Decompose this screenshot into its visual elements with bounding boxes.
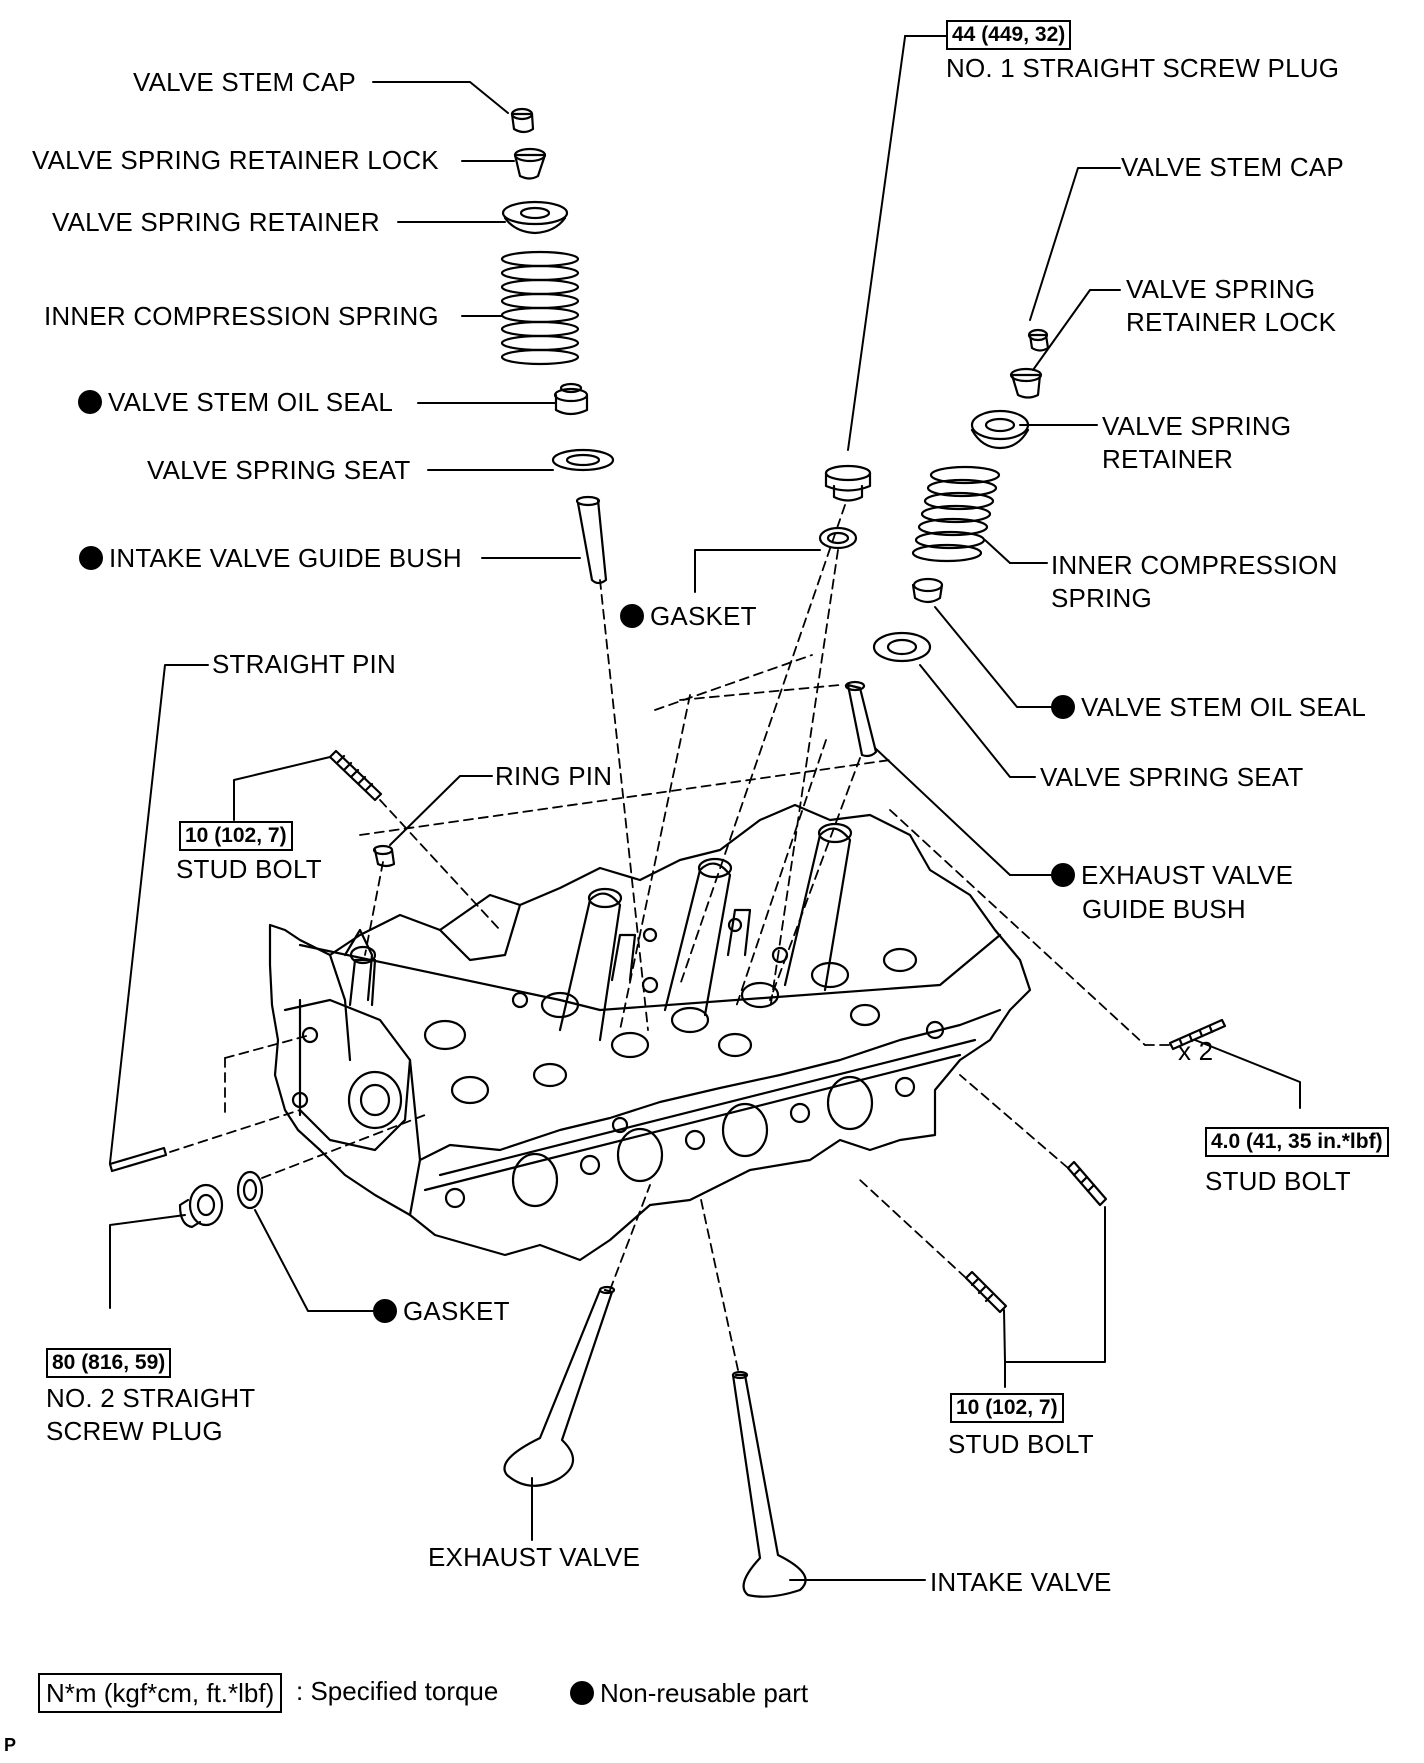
label-stud-bolt-right: STUD BOLT: [1205, 1166, 1351, 1196]
legend-nonreusable: Non-reusable part: [570, 1676, 808, 1710]
label-no2-plug-1: NO. 2 STRAIGHT: [46, 1383, 256, 1413]
torque-stud-bolt-lower: 10 (102, 7): [950, 1393, 1064, 1423]
label-x2: x 2: [1178, 1036, 1214, 1066]
cylinder-head: [268, 803, 1032, 1262]
torque-no1-plug: 44 (449, 32): [946, 20, 1072, 50]
legend-torque-format: N*m (kgf*cm, ft.*lbf): [38, 1673, 283, 1713]
label-text: EXHAUST VALVE: [1081, 860, 1294, 890]
torque-stud-bolt-right: 4.0 (41, 35 in.*lbf): [1205, 1127, 1389, 1157]
non-reusable-dot-icon: [620, 604, 644, 628]
label-oil-seal-left: VALVE STEM OIL SEAL: [78, 387, 393, 417]
right-valve-parts: [818, 328, 1050, 758]
torque-stud-bolt-upper-left: 10 (102, 7): [179, 821, 293, 851]
label-no1-plug: NO. 1 STRAIGHT SCREW PLUG: [946, 53, 1340, 83]
label-valve-stem-cap-right: VALVE STEM CAP: [1121, 152, 1344, 182]
leader-lines: [109, 35, 1301, 1581]
valves: [503, 1285, 807, 1598]
label-straight-pin: STRAIGHT PIN: [212, 649, 396, 679]
label-retainer-right-1: VALVE SPRING: [1102, 411, 1292, 441]
non-reusable-dot-icon: [79, 546, 103, 570]
corner-code: P: [4, 1735, 17, 1755]
non-reusable-dot-icon: [1051, 863, 1075, 887]
label-inner-spring-right-1: INNER COMPRESSION: [1051, 550, 1338, 580]
legend-torque-desc: : Specified torque: [296, 1676, 499, 1706]
label-oil-seal-right: VALVE STEM OIL SEAL: [1051, 692, 1366, 722]
non-reusable-dot-icon: [570, 1681, 594, 1705]
label-retainer-lock-left: VALVE SPRING RETAINER LOCK: [32, 145, 439, 175]
label-inner-spring-left: INNER COMPRESSION SPRING: [44, 301, 439, 331]
label-text: VALVE STEM OIL SEAL: [1081, 692, 1367, 722]
label-retainer-lock-right-1: VALVE SPRING: [1126, 274, 1316, 304]
label-ring-pin: RING PIN: [495, 761, 613, 791]
torque-no2-plug: 80 (816, 59): [46, 1348, 172, 1378]
label-intake-valve: INTAKE VALVE: [930, 1567, 1112, 1597]
label-valve-stem-cap-left: VALVE STEM CAP: [133, 67, 356, 97]
label-retainer-left: VALVE SPRING RETAINER: [52, 207, 380, 237]
label-text: GASKET: [403, 1296, 510, 1326]
label-retainer-right-2: RETAINER: [1102, 444, 1234, 474]
label-stud-bolt-upper-left: STUD BOLT: [176, 854, 322, 884]
label-spring-seat-right: VALVE SPRING SEAT: [1040, 762, 1304, 792]
non-reusable-dot-icon: [1051, 695, 1075, 719]
non-reusable-dot-icon: [373, 1299, 397, 1323]
small-hardware: [108, 749, 1227, 1314]
non-reusable-dot-icon: [78, 390, 102, 414]
label-text: INTAKE VALVE GUIDE BUSH: [109, 543, 462, 573]
assembly-lines: [169, 504, 1171, 1371]
label-spring-seat-left: VALVE SPRING SEAT: [147, 455, 411, 485]
label-text: VALVE STEM OIL SEAL: [108, 387, 394, 417]
label-exhaust-guide-bush-1: EXHAUST VALVE: [1051, 860, 1293, 890]
label-gasket-upper: GASKET: [620, 601, 757, 631]
label-gasket-lower: GASKET: [373, 1296, 510, 1326]
label-inner-spring-right-2: SPRING: [1051, 583, 1152, 613]
label-intake-guide-bush: INTAKE VALVE GUIDE BUSH: [79, 543, 462, 573]
label-no2-plug-2: SCREW PLUG: [46, 1416, 223, 1446]
label-exhaust-valve: EXHAUST VALVE: [428, 1542, 641, 1572]
left-valve-parts: [500, 107, 615, 585]
label-stud-bolt-lower: STUD BOLT: [948, 1429, 1094, 1459]
legend-nonreusable-text: Non-reusable part: [600, 1678, 809, 1708]
label-text: GASKET: [650, 601, 757, 631]
label-exhaust-guide-bush-2: GUIDE BUSH: [1082, 894, 1246, 924]
label-retainer-lock-right-2: RETAINER LOCK: [1126, 307, 1337, 337]
